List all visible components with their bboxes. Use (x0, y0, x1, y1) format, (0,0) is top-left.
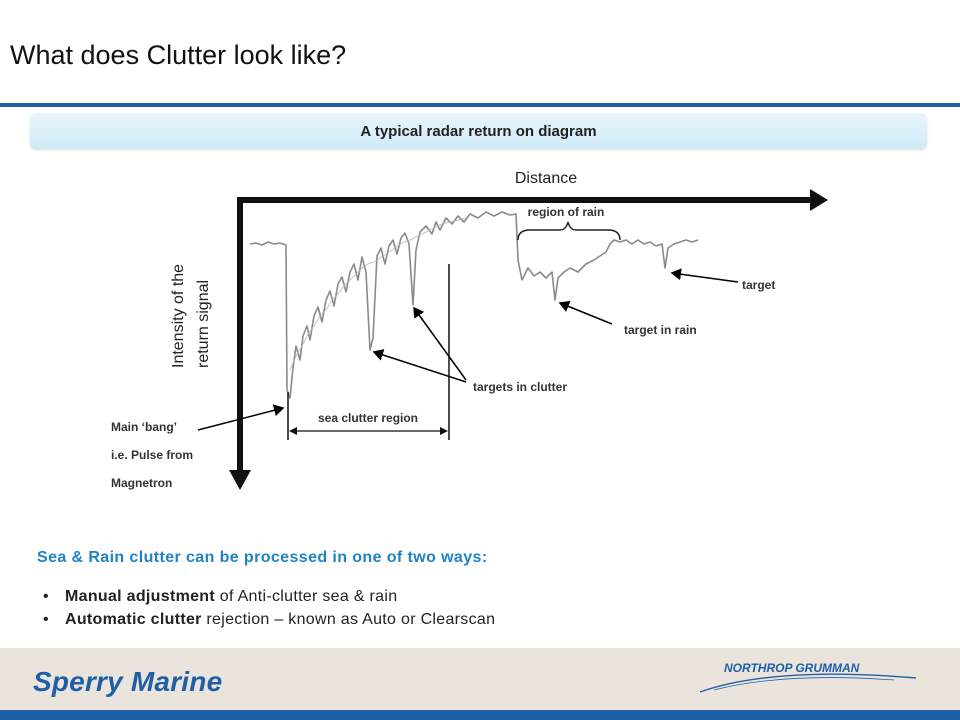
footer-accent-bar (0, 710, 960, 720)
northrop-grumman-swoosh (699, 673, 917, 693)
intensity-axis-arrowhead (229, 470, 251, 490)
radar-return-trace-shadow (289, 217, 467, 371)
bullet-dot: • (43, 588, 49, 605)
intensity-axis-label-line1: Intensity of the (170, 264, 187, 368)
target-in-rain-pointer (558, 300, 613, 325)
clutter-processing-lead: Sea & Rain clutter can be processed in o… (37, 549, 488, 566)
bullet-bold-text: Automatic clutter (65, 611, 202, 628)
northrop-grumman-logo-text: NORTHROP GRUMMAN (724, 661, 860, 675)
target-in-rain-label: target in rain (624, 323, 697, 337)
targets-in-clutter-label: targets in clutter (473, 380, 567, 394)
diagram-banner: A typical radar return on diagram (30, 113, 927, 149)
radar-return-trace (249, 211, 699, 399)
bullet-text: of Anti-clutter sea & rain (215, 588, 398, 605)
main-bang-pointer (197, 404, 285, 431)
sea-clutter-span-arrow-left (289, 427, 297, 435)
distance-axis-label: Distance (515, 170, 577, 187)
distance-axis-arrowhead (810, 189, 828, 211)
targets-in-clutter-pointer-2 (413, 306, 467, 381)
bullet-dot: • (43, 611, 49, 628)
main-bang-label-line1: Main ‘bang’ (111, 420, 177, 434)
bullet-text: rejection – known as Auto or Clearscan (201, 611, 496, 628)
radar-return-diagram: Distance Intensity of the return signal … (110, 170, 828, 491)
list-item: • Automatic clutter rejection – known as … (43, 611, 495, 634)
list-item: • Manual adjustment of Anti-clutter sea &… (43, 588, 495, 611)
sea-clutter-span-arrow-right (440, 427, 448, 435)
northrop-grumman-logo: NORTHROP GRUMMAN (699, 661, 917, 693)
region-of-rain-brace (517, 221, 621, 241)
processing-options-list: • Manual adjustment of Anti-clutter sea &… (43, 588, 495, 634)
intensity-axis-label-line2: return signal (195, 280, 212, 368)
banner-text: A typical radar return on diagram (360, 122, 597, 140)
main-bang-label-line3: Magnetron (111, 476, 172, 490)
footer-band (0, 648, 960, 710)
bullet-bold-text: Manual adjustment (65, 588, 216, 605)
northrop-grumman-swoosh-inner (713, 677, 895, 691)
targets-in-clutter-pointer-1 (372, 349, 467, 383)
target-pointer (670, 268, 739, 283)
sea-clutter-region-label: sea clutter region (318, 411, 418, 425)
target-label: target (742, 278, 775, 292)
main-bang-label-line2: i.e. Pulse from (111, 448, 193, 462)
sperry-marine-logo: Sperry Marine (33, 666, 223, 697)
title-divider (0, 103, 960, 107)
slide-title: What does Clutter look like? (10, 40, 347, 70)
region-of-rain-label: region of rain (528, 205, 605, 219)
